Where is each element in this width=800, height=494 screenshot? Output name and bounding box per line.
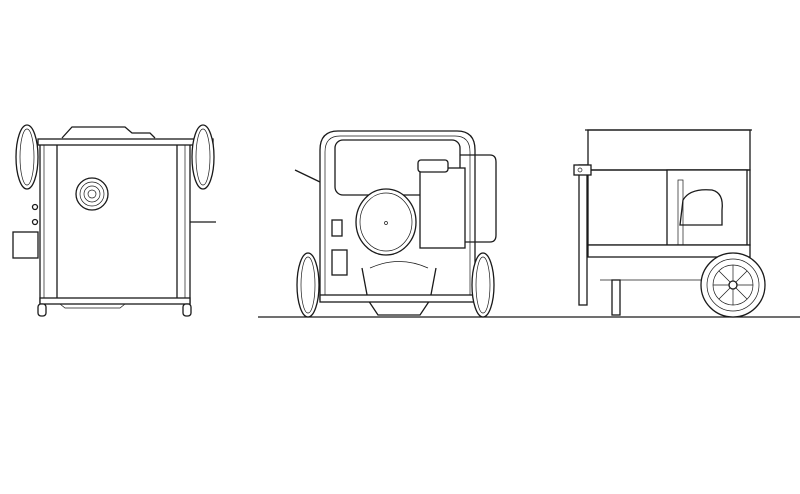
outlet-icon: [331, 219, 343, 237]
fuel-cap-icon: [75, 177, 109, 211]
side-box: [12, 231, 39, 259]
front-view: [294, 130, 497, 318]
rear-leg: [578, 164, 588, 306]
stand: [611, 279, 621, 316]
fuel-tank-side: [587, 129, 751, 171]
wheel-front-left: [296, 252, 320, 318]
side-panel: [56, 141, 178, 303]
wheel-right-top: [191, 124, 215, 190]
wheel-left-top: [15, 124, 39, 190]
frame-top-bar: [37, 138, 214, 146]
side-frame: [460, 154, 497, 243]
control-box: [419, 167, 466, 249]
caster-left: [37, 303, 47, 317]
side-view-right: [573, 129, 766, 318]
side-view-left: [12, 124, 216, 317]
top-cover: [61, 126, 156, 139]
roll-cage: [319, 130, 476, 300]
caster-right: [182, 303, 192, 317]
wheel-front-right: [471, 252, 495, 318]
lever: [294, 169, 321, 183]
front-handle: [361, 267, 437, 316]
engine-cover: [679, 189, 723, 226]
alternator: [355, 188, 417, 256]
